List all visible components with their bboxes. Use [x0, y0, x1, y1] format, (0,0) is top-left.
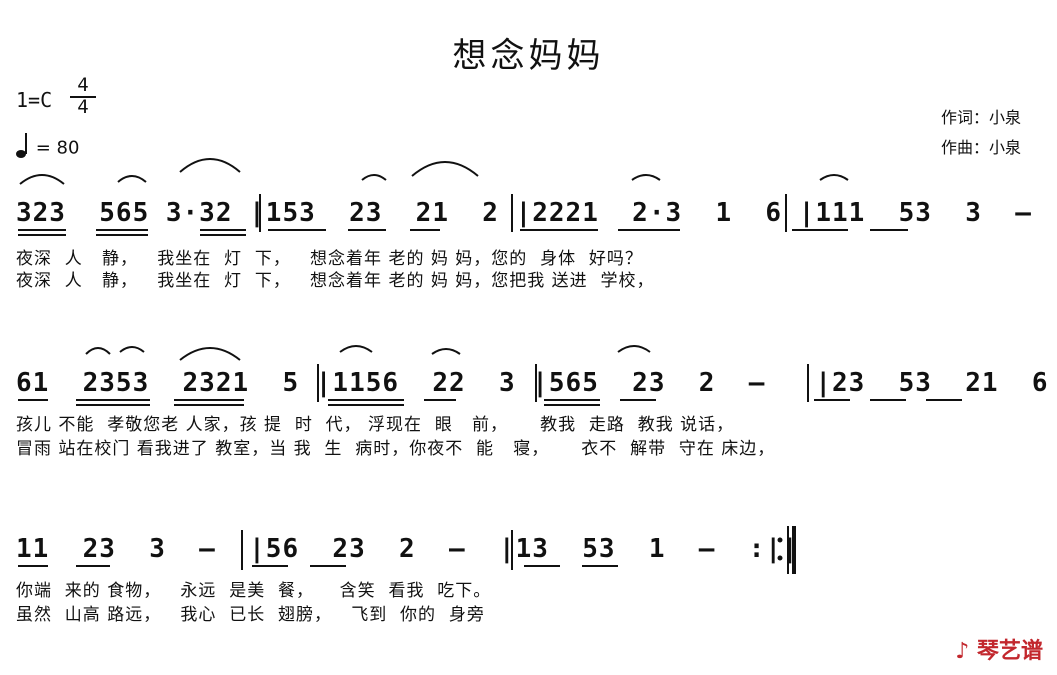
lyrics-row-1-verse-1: 夜深 人 静， 我坐在 灯 下， 想念着年 老的 妈 妈，您的 身体 好吗？: [16, 249, 643, 269]
song-title: 想念妈妈: [452, 36, 605, 76]
composer-credit: 作曲：小泉: [940, 138, 1021, 157]
lyrics-row-1-verse-2: 夜深 人 静， 我坐在 灯 下， 想念着年 老的 妈 妈，您把我 送进 学校，: [16, 271, 655, 291]
lyricist-credit: 作词：小泉: [940, 108, 1021, 127]
lyrics-row-3-verse-1: 你端 来的 食物， 永远 是美 餐， 含笑 看我 吃下。: [16, 581, 492, 601]
quarter-note-icon: [16, 132, 30, 165]
watermark-text: 琴艺谱: [976, 639, 1043, 664]
watermark-icon: ♪: [955, 639, 970, 664]
notation-row-3: 11 23 3 – |56 23 2 – |13 53 1 – :||: [16, 534, 799, 564]
lyrics-row-3-verse-2: 虽然 山高 路远， 我心 已长 翅膀， 飞到 你的 身旁: [16, 605, 485, 625]
notation-row-2: 61 2353 2321 5 |1156 22 3 |565 23 2 – |2…: [16, 368, 1049, 398]
watermark-logo: ♪ 琴艺谱: [955, 633, 1043, 665]
lyrics-row-2-verse-1: 孩儿 不能 孝敬您老 人家，孩 提 时 代， 浮现在 眼 前， 教我 走路 教我…: [16, 415, 735, 435]
key-signature: 1=C: [16, 88, 53, 112]
notation-row-1: 323 565 3·32 |153 23 21 2 |2221 2·3 1 6 …: [16, 198, 1032, 228]
time-signature: 4 4: [70, 76, 96, 117]
lyrics-row-2-verse-2: 冒雨 站在校门 看我进了 教室，当 我 生 病时，你夜不 能 寝， 衣不 解带 …: [16, 439, 776, 459]
tempo-marking: = 80: [16, 132, 79, 165]
time-signature-bottom: 4: [77, 96, 89, 118]
tempo-value: = 80: [35, 137, 80, 159]
time-signature-top: 4: [77, 74, 89, 96]
